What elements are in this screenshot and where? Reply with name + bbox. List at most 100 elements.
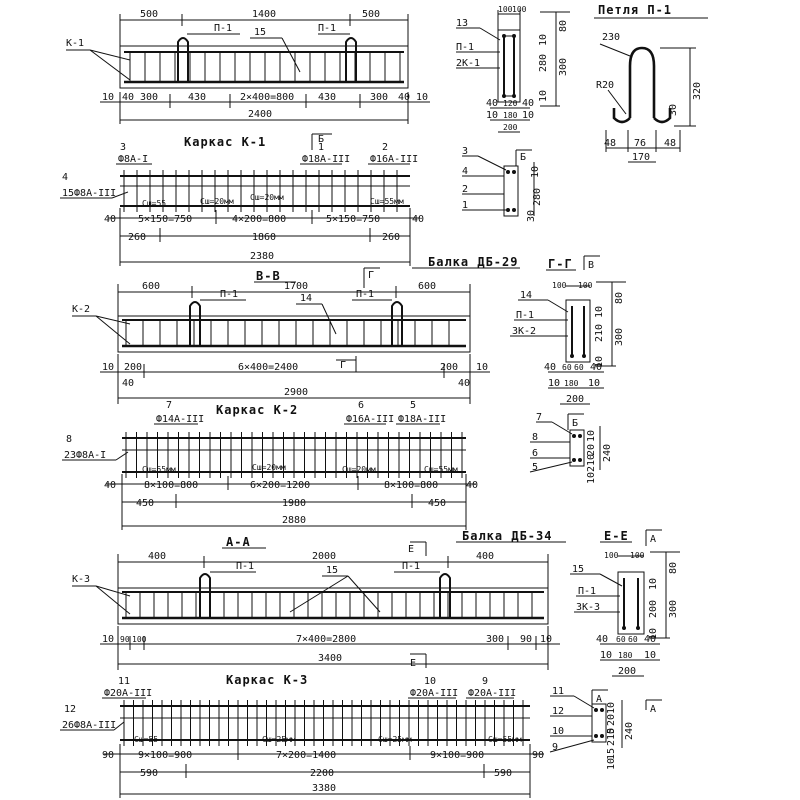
frame-k3-label-10: 10 (424, 676, 436, 687)
frame-k2-spacing-note-1: Сш=55мм (142, 465, 176, 474)
section-3-label-loop: П-1 (578, 586, 596, 597)
beam-3-frame-label: К-3 (72, 574, 90, 585)
frame-k1-label-4: 4 (62, 172, 68, 183)
frame-k3-dim-a4: 90 (532, 750, 544, 761)
frame-k1-drawing: Каркас К-1 Б 3 Ф8А-I 1 Ф18А-III 2 Ф16А-I… (60, 133, 424, 266)
frame-k3-label-12-bar: 26Ф8А-III (62, 720, 116, 731)
section-2-dim-r4: 10 (594, 356, 605, 368)
frame-k2-dim-b2: 450 (428, 498, 446, 509)
frame-k3-title: Каркас К-3 (226, 673, 308, 687)
frame-k3-dim-b1: 2200 (310, 768, 334, 779)
section-3-label-frame: 3К-3 (576, 602, 600, 613)
frame-k2-title: Каркас К-2 (216, 403, 298, 417)
frame-k2-dim-a0: 40 (104, 480, 116, 491)
section-1-cut-label-3: 3 (462, 146, 468, 157)
cut-3-dim-4: 240 (624, 722, 635, 740)
frame-k1-dim-a1: 5×150=750 (138, 214, 192, 225)
frame-k1-label-1: 1 (318, 142, 324, 153)
section-3-dim-b1: 60 (616, 635, 626, 644)
beam-1-dim-b0: 10 (102, 92, 114, 103)
beam-3-cut-mark-top: Е (408, 544, 414, 555)
frame-k1-label-3-bar: Ф8А-I (118, 154, 148, 165)
beam-1-dim-b2: 300 (140, 92, 158, 103)
section-3-dim-b3: 40 (644, 634, 656, 645)
frame-k3-label-10-bar: Ф20А-III (410, 688, 458, 699)
beam-3-title: Балка ДБ-34 (462, 529, 552, 543)
frame-k1-dim-a0: 40 (104, 214, 116, 225)
frame-k3-label-12: 12 (64, 704, 76, 715)
section-2-dim-b0: 40 (544, 362, 556, 373)
beam-2-frame-label: К-2 (72, 304, 90, 315)
beam-3-stirrup-label: 15 (326, 565, 338, 576)
cut-3-dim-3: 210 (606, 728, 617, 746)
beam-2-loop-label-left: П-1 (220, 289, 238, 300)
beam-1-loop-label-right: П-1 (318, 23, 336, 34)
frame-k3-dim-a2: 7×200=1400 (276, 750, 336, 761)
section-1-dim-b2: 40 (522, 98, 534, 109)
section-2-dim-b7: 200 (566, 394, 584, 405)
section-2-mark: В (588, 260, 594, 271)
frame-k2-dim-a1: 8×100=800 (144, 480, 198, 491)
beam-2-dim-edge-right: 40 (458, 378, 470, 389)
beam-3-elevation: Балка ДБ-34 А-А 400 2000 400 Е П-1 П-1 1… (72, 529, 566, 670)
frame-k2-dim-a4: 40 (466, 480, 478, 491)
cut-3-dim-5: 15 (606, 748, 617, 760)
frame-k1-spacing-note-4: Сш=55мм (370, 197, 404, 206)
section-1-label-13: 13 (456, 18, 468, 29)
frame-k3-spacing-note-2: Сш=25мм (262, 735, 296, 744)
section-2-label-frame: 3К-2 (512, 326, 536, 337)
frame-k2-label-7: 7 (166, 400, 172, 411)
section-3-dim-r2: 200 (648, 600, 659, 618)
frame-k2-spacing-note-2: Сш=20мм (252, 463, 286, 472)
section-1-label-frame: 2К-1 (456, 58, 480, 69)
beam-1-dim-b3: 430 (188, 92, 206, 103)
frame-k3-total-length: 3380 (312, 783, 336, 794)
loop-dim-leg: 30 (668, 104, 679, 116)
cut-3-mark-right: А (650, 704, 656, 715)
loop-dim-total: 170 (632, 152, 650, 163)
frame-k1-dim-b0: 260 (128, 232, 146, 243)
beam-2-title: Балка ДБ-29 (428, 255, 518, 269)
beam-1-dim-b4: 2×400=800 (240, 92, 294, 103)
section-1-cut-mark: Б (520, 152, 526, 163)
section-1-cut-label-2: 2 (462, 184, 468, 195)
beam-1-dim-b7: 40 (398, 92, 410, 103)
cut-3-label-10: 10 (552, 726, 564, 737)
beam-2-section-title: В-В (256, 269, 281, 283)
section-3-dim-b6: 10 (644, 650, 656, 661)
beam-3-total-length: 3400 (318, 653, 342, 664)
frame-k2-total-length: 2880 (282, 515, 306, 526)
section-3-dim-b5: 180 (618, 651, 633, 660)
beam-3-dim-b3: 7×400=2800 (296, 634, 356, 645)
beam-1-dim-b8: 10 (416, 92, 428, 103)
section-1-dim-b1: 120 (503, 99, 518, 108)
section-1-dim-top-2: 100 (512, 5, 527, 14)
section-3-dim-r1: 10 (648, 578, 659, 590)
beam-3-dim-b6: 10 (540, 634, 552, 645)
beam-1-total-length: 2400 (248, 109, 272, 120)
section-1-cut-dim-2: 30 (526, 210, 537, 222)
section-2-label-loop: П-1 (516, 310, 534, 321)
cut-3-dim-6: 10 (606, 758, 617, 770)
section-1-cut-label-1: 1 (462, 200, 468, 211)
cut-3-label-12: 12 (552, 706, 564, 717)
loop-p1-drawing: Петля П-1 230 R20 320 30 48 76 48 170 (594, 3, 708, 163)
beam-1-dim-top-mid: 1400 (252, 9, 276, 20)
beam-2-cut-mark-top: Г (368, 270, 374, 281)
cut-2-dim-3: 240 (602, 444, 613, 462)
frame-k1-spacing-note-1: Сш=55 (142, 199, 166, 208)
frame-k2-label-6-bar: Ф16А-III (346, 414, 394, 425)
frame-k1-spacing-note-2: Сш=20мм (200, 197, 234, 206)
beam-1-loop-label-left: П-1 (214, 23, 232, 34)
beam-3-dim-top-left: 400 (148, 551, 166, 562)
frame-k1-section-mark: Б (318, 134, 324, 145)
beam-3-dim-b5: 90 (520, 634, 532, 645)
section-2-dim-b1: 60 (562, 363, 572, 372)
section-3-dim-top-1: 100 (604, 551, 619, 560)
section-3-dim-b4: 10 (600, 650, 612, 661)
frame-k2-label-5: 5 (410, 400, 416, 411)
cut-2-dim-4: 10 (586, 472, 597, 484)
section-1-dim-b4: 180 (503, 111, 518, 120)
section-1-dim-r1: 10 (538, 34, 549, 46)
frame-k1-dim-b2: 260 (382, 232, 400, 243)
